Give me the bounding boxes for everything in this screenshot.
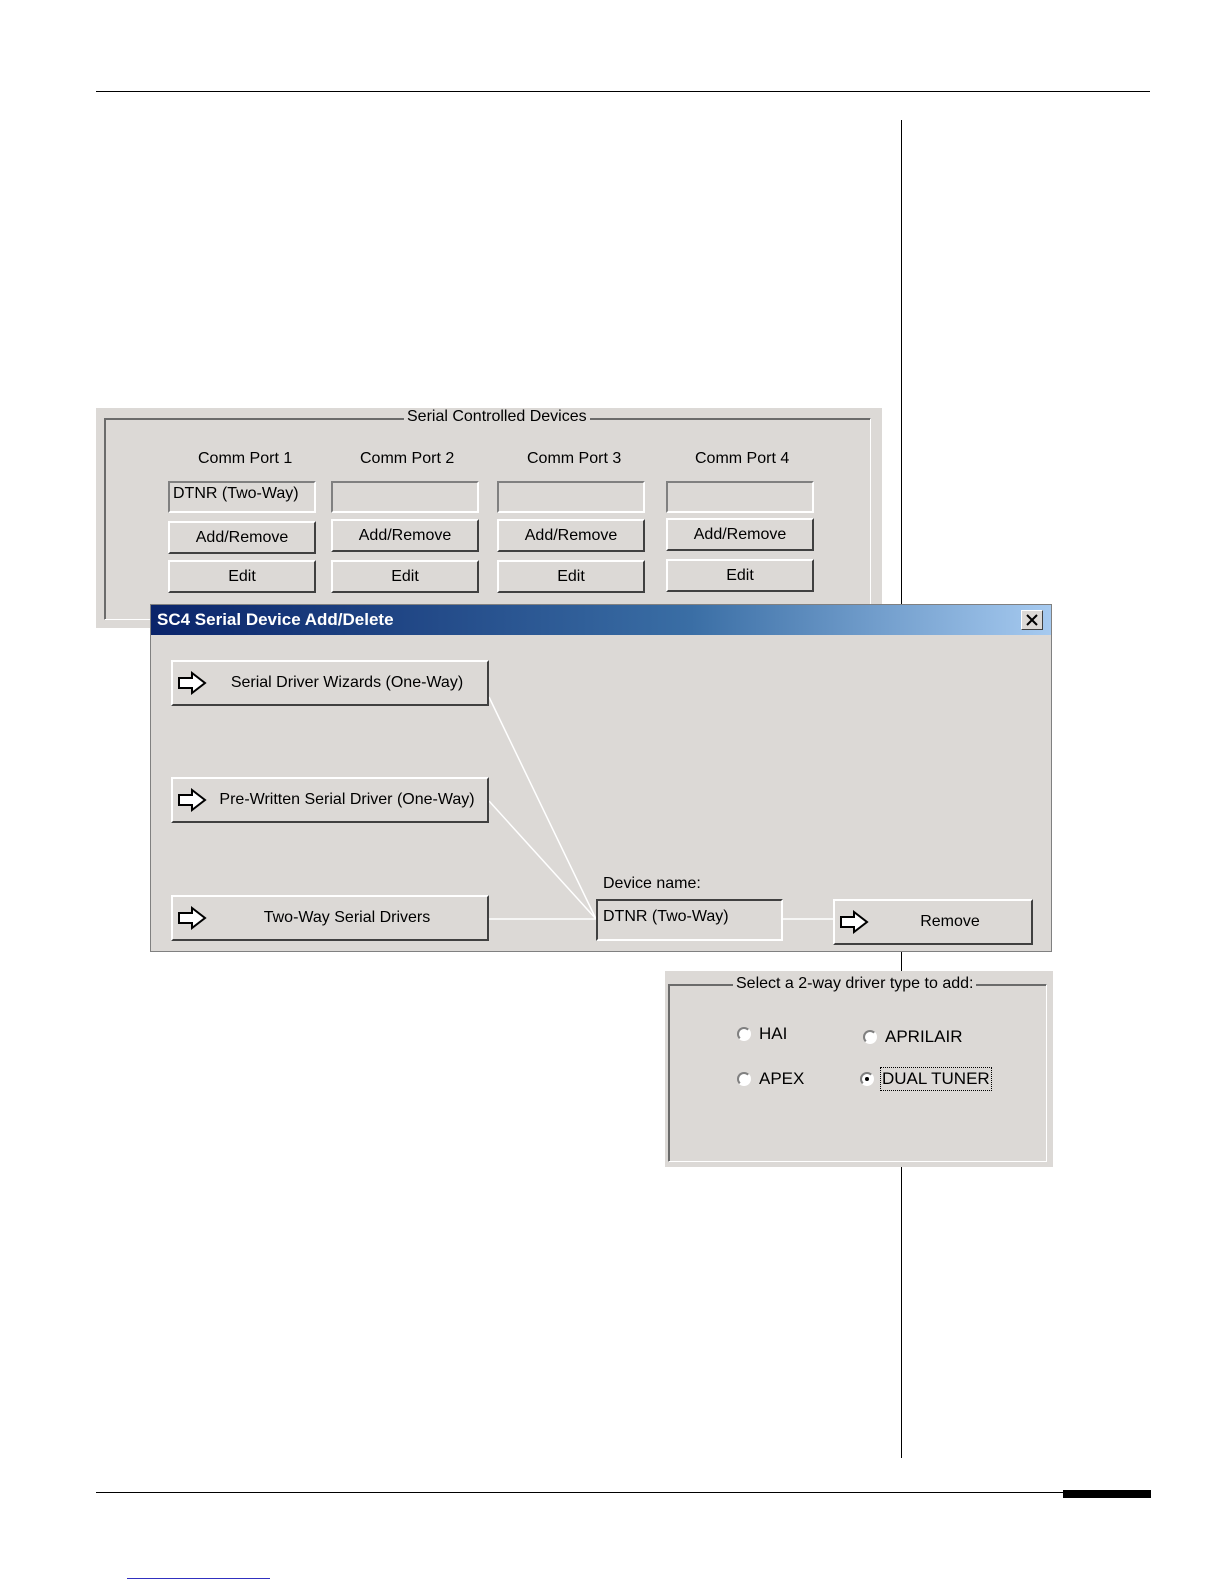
- comm-port-4-field[interactable]: [666, 481, 814, 513]
- footer-rule: [96, 1492, 1150, 1493]
- radio-aprilair-circle: [863, 1030, 877, 1044]
- comm-port-1-label: Comm Port 1: [198, 450, 293, 467]
- remove-button[interactable]: Remove: [833, 899, 1033, 945]
- serial-driver-wizards-button[interactable]: Serial Driver Wizards (One-Way): [171, 660, 489, 706]
- radio-aprilair-label: APRILAIR: [885, 1027, 963, 1046]
- arrow-right-icon: [840, 910, 869, 934]
- add-delete-dialog: SC4 Serial Device Add/Delete Serial Driv…: [150, 604, 1052, 952]
- comm-port-2-edit-button[interactable]: Edit: [331, 560, 479, 593]
- comm-port-1-edit-button[interactable]: Edit: [168, 560, 316, 593]
- footer-tab: [1063, 1490, 1151, 1498]
- two-way-serial-drivers-button[interactable]: Two-Way Serial Drivers: [171, 895, 489, 941]
- comm-port-2-add-remove-label: Add/Remove: [358, 526, 452, 544]
- arrow-right-icon: [178, 906, 207, 930]
- comm-port-1-edit-label: Edit: [228, 567, 256, 585]
- device-name-field[interactable]: DTNR (Two-Way): [596, 899, 783, 941]
- comm-port-2-add-remove-button[interactable]: Add/Remove: [331, 519, 479, 552]
- comm-port-4-edit-label: Edit: [726, 566, 754, 584]
- header-rule: [96, 91, 1150, 92]
- radio-apex[interactable]: APEX: [737, 1069, 804, 1089]
- comm-port-3-label: Comm Port 3: [527, 450, 622, 467]
- dialog-title: SC4 Serial Device Add/Delete: [157, 610, 394, 629]
- dialog-titlebar: SC4 Serial Device Add/Delete: [151, 605, 1051, 635]
- pre-written-serial-driver-button[interactable]: Pre-Written Serial Driver (One-Way): [171, 777, 489, 823]
- radio-hai-label: HAI: [759, 1024, 788, 1043]
- comm-port-2-field[interactable]: [331, 481, 479, 513]
- device-name-label: Device name:: [603, 875, 701, 892]
- arrow-right-icon: [178, 671, 207, 695]
- comm-port-4-add-remove-label: Add/Remove: [693, 525, 787, 543]
- comm-port-3-add-remove-button[interactable]: Add/Remove: [497, 519, 645, 552]
- connector-lines: [488, 696, 833, 920]
- comm-port-1-add-remove-label: Add/Remove: [195, 528, 289, 546]
- serial-driver-wizards-label: Serial Driver Wizards (One-Way): [230, 674, 464, 691]
- comm-port-2-label: Comm Port 2: [360, 450, 455, 467]
- radio-dual-tuner-circle: [860, 1072, 874, 1086]
- radio-apex-circle: [737, 1072, 751, 1086]
- radio-dual-tuner-label: DUAL TUNER: [880, 1067, 992, 1091]
- radio-hai[interactable]: HAI: [737, 1024, 787, 1044]
- radio-hai-circle: [737, 1027, 751, 1041]
- comm-port-1-field[interactable]: DTNR (Two-Way): [168, 481, 316, 513]
- driver-type-groupbox: [668, 984, 1047, 1162]
- close-button[interactable]: [1021, 610, 1043, 630]
- serial-devices-legend: Serial Controlled Devices: [404, 408, 590, 426]
- pre-written-serial-driver-label: Pre-Written Serial Driver (One-Way): [219, 791, 475, 808]
- comm-port-4-add-remove-button[interactable]: Add/Remove: [666, 518, 814, 551]
- comm-port-3-edit-button[interactable]: Edit: [497, 560, 645, 593]
- arrow-right-icon: [178, 788, 207, 812]
- comm-port-4-edit-button[interactable]: Edit: [666, 559, 814, 592]
- comm-port-4-label: Comm Port 4: [695, 450, 790, 467]
- close-icon: [1026, 614, 1038, 626]
- radio-aprilair[interactable]: APRILAIR: [863, 1027, 962, 1047]
- radio-apex-label: APEX: [759, 1069, 805, 1088]
- comm-port-3-add-remove-label: Add/Remove: [524, 526, 618, 544]
- comm-port-3-edit-label: Edit: [557, 567, 585, 585]
- remove-label: Remove: [920, 913, 980, 930]
- driver-type-panel: Select a 2-way driver type to add: HAI A…: [665, 971, 1053, 1167]
- comm-port-1-add-remove-button[interactable]: Add/Remove: [168, 521, 316, 554]
- comm-port-3-field[interactable]: [497, 481, 645, 513]
- footer-link-underline: [127, 1578, 270, 1579]
- driver-type-legend: Select a 2-way driver type to add:: [733, 975, 977, 993]
- comm-port-2-edit-label: Edit: [391, 567, 419, 585]
- serial-devices-panel: Serial Controlled Devices Comm Port 1 Co…: [96, 408, 882, 628]
- two-way-serial-drivers-label: Two-Way Serial Drivers: [263, 909, 431, 926]
- radio-dual-tuner[interactable]: DUAL TUNER: [860, 1067, 992, 1091]
